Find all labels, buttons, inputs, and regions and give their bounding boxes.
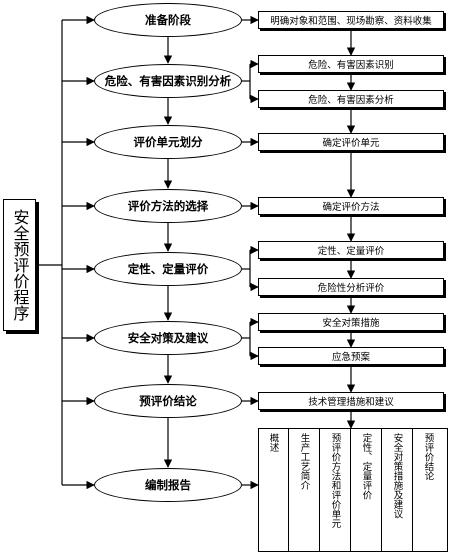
task-label: 危险性分析评价 (317, 283, 385, 294)
task-qual-quant: 定性、定量评价 (258, 241, 444, 259)
stage-label: 预评价结论 (139, 394, 197, 408)
report-contents-frame (258, 428, 448, 552)
task-conclusion: 技术管理措施和建议 (258, 392, 444, 410)
stage-label: 定性、定量评价 (127, 262, 209, 276)
task-label: 应急预案 (331, 352, 370, 363)
stage-label: 编制报告 (145, 478, 191, 492)
stage-qualitative-quantitative: 定性、定量评价 (94, 252, 242, 286)
report-column: 预评价结论 (413, 428, 448, 552)
stage-conclusion: 预评价结论 (94, 384, 242, 418)
stage-label: 评价单元划分 (133, 135, 203, 149)
task-hazard-analyze: 危险、有害因素分析 (258, 90, 444, 108)
task-emergency: 应急预案 (258, 347, 444, 365)
stage-label: 安全对策及建议 (127, 331, 209, 345)
task-hazard-identify: 危险、有害因素识别 (258, 55, 444, 73)
report-column-label: 预评价结论 (422, 433, 434, 481)
report-column-label: 概述 (267, 433, 279, 452)
report-column: 概述 (258, 428, 289, 552)
report-column-label: 安全对策措施及建议 (391, 433, 403, 519)
stage-preparation: 准备阶段 (94, 3, 242, 37)
task-label: 危险、有害因素分析 (308, 95, 394, 106)
task-preparation: 明确对象和范围、现场勘察、资料收集 (258, 11, 444, 29)
stage-label: 评价方法的选择 (127, 199, 209, 213)
stage-countermeasures: 安全对策及建议 (94, 321, 242, 355)
report-column-label: 生产工艺简介 (298, 433, 310, 490)
stage-label: 准备阶段 (145, 13, 191, 27)
task-label: 确定评价单元 (322, 138, 380, 149)
task-label: 确定评价方法 (322, 202, 380, 213)
task-label: 危险、有害因素识别 (308, 60, 394, 71)
task-label: 明确对象和范围、现场勘察、资料收集 (270, 16, 432, 27)
task-method: 确定评价方法 (258, 197, 444, 215)
report-column: 安全对策措施及建议 (382, 428, 413, 552)
program-title: 安全预评价程序 (10, 209, 30, 321)
program-title-box: 安全预评价程序 (3, 199, 36, 331)
task-label: 技术管理措施和建议 (308, 397, 394, 408)
stage-hazard-identification: 危险、有害因素识别分析 (94, 64, 242, 98)
report-column: 生产工艺简介 (289, 428, 320, 552)
task-label: 定性、定量评价 (317, 246, 385, 257)
task-label: 安全对策措施 (322, 318, 380, 329)
report-column-label: 预评价方法和评价单元 (329, 433, 341, 528)
stage-report: 编制报告 (94, 468, 242, 502)
stage-label: 危险、有害因素识别分析 (104, 74, 232, 88)
task-measures: 安全对策措施 (258, 313, 444, 331)
task-risk-grade: 危险性分析评价 (258, 278, 444, 296)
stage-unit-division: 评价单元划分 (94, 125, 242, 159)
stage-method-selection: 评价方法的选择 (94, 189, 242, 223)
report-column: 预评价方法和评价单元 (320, 428, 351, 552)
task-unit: 确定评价单元 (258, 133, 444, 151)
report-column-label: 定性、定量评价 (360, 433, 372, 500)
report-column: 定性、定量评价 (351, 428, 382, 552)
